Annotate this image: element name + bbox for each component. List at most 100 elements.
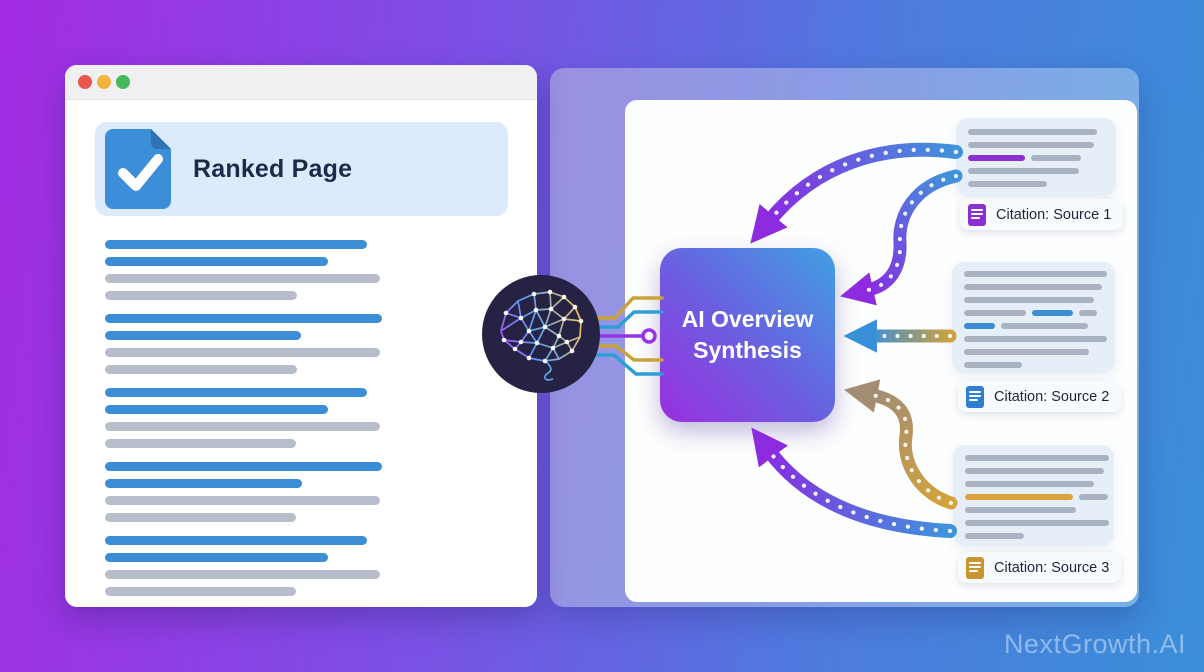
citation-pill-1: Citation: Source 1 — [960, 199, 1124, 230]
text-line — [105, 314, 382, 323]
text-line-segment — [105, 388, 367, 397]
text-line — [105, 479, 382, 488]
text-line — [105, 439, 382, 448]
ranked-page-header-card: Ranked Page — [95, 122, 508, 216]
source-card-2 — [952, 262, 1115, 373]
ai-overview-synthesis-box: AI Overview Synthesis — [660, 248, 835, 422]
citation-label: Citation: Source 2 — [994, 388, 1110, 405]
text-line — [105, 587, 382, 596]
text-line-segment — [105, 274, 380, 283]
text-line — [964, 362, 1115, 368]
text-line-segment — [105, 462, 382, 471]
text-line — [965, 468, 1114, 474]
citation-doc-icon — [966, 385, 984, 408]
text-line-segment — [105, 348, 380, 357]
text-line-segment — [105, 331, 301, 340]
text-line-segment — [105, 422, 380, 431]
text-line — [965, 507, 1114, 513]
text-line — [105, 462, 382, 471]
text-line-segment — [968, 168, 1079, 174]
text-line — [964, 323, 1115, 329]
text-line-segment — [1001, 323, 1088, 329]
window-titlebar — [65, 65, 537, 100]
text-line — [968, 142, 1116, 148]
text-line — [105, 291, 382, 300]
citation-pill-2: Citation: Source 2 — [958, 381, 1122, 412]
text-line — [105, 331, 382, 340]
text-line — [965, 494, 1114, 500]
text-line-segment — [1079, 310, 1097, 316]
citation-doc-icon — [966, 556, 984, 579]
text-line-segment — [964, 336, 1107, 342]
text-line-segment — [964, 349, 1089, 355]
text-line — [965, 481, 1114, 487]
text-line — [964, 284, 1115, 290]
text-line — [968, 181, 1116, 187]
text-line-segment — [1031, 155, 1081, 161]
text-line-segment — [105, 405, 328, 414]
text-line-segment — [105, 291, 297, 300]
text-line — [965, 520, 1114, 526]
page-title: Ranked Page — [193, 154, 353, 183]
text-line — [964, 271, 1115, 277]
text-line-segment — [105, 479, 302, 488]
text-line — [105, 570, 382, 579]
text-line-segment — [968, 142, 1094, 148]
text-line-segment — [105, 536, 367, 545]
text-line — [105, 257, 382, 266]
text-line — [105, 553, 382, 562]
text-line-segment — [965, 455, 1109, 461]
text-line — [105, 388, 382, 397]
text-line-segment — [968, 155, 1025, 161]
text-line — [968, 129, 1116, 135]
text-line-segment — [964, 284, 1102, 290]
paragraph-block — [105, 388, 382, 448]
text-line — [105, 365, 382, 374]
ai-box-label-line1: AI Overview — [681, 305, 814, 332]
text-line-segment — [964, 297, 1094, 303]
text-line — [105, 422, 382, 431]
text-line — [105, 513, 382, 522]
watermark: NextGrowth.AI — [1003, 629, 1186, 659]
text-line-segment — [965, 520, 1109, 526]
text-line — [964, 349, 1115, 355]
traffic-light-minimize-icon — [97, 75, 111, 89]
text-line-segment — [105, 513, 296, 522]
text-line — [964, 310, 1115, 316]
text-line-segment — [105, 553, 328, 562]
text-line-segment — [105, 570, 380, 579]
text-line — [105, 496, 382, 505]
ranked-page-window: Ranked Page — [65, 65, 537, 607]
text-line-segment — [105, 439, 296, 448]
text-line-segment — [968, 181, 1047, 187]
text-line-segment — [1032, 310, 1073, 316]
text-line-segment — [105, 240, 367, 249]
page-text-placeholder — [105, 240, 382, 610]
text-line-segment — [965, 507, 1076, 513]
traffic-light-close-icon — [78, 75, 92, 89]
text-line-segment — [965, 533, 1024, 539]
text-line-segment — [965, 494, 1073, 500]
text-line — [965, 455, 1114, 461]
text-line-segment — [105, 587, 296, 596]
citation-doc-icon — [968, 203, 986, 226]
paragraph-block — [105, 462, 382, 522]
text-line-segment — [105, 257, 328, 266]
text-line-segment — [964, 271, 1107, 277]
text-line — [964, 336, 1115, 342]
text-line-segment — [105, 365, 297, 374]
text-line-segment — [964, 310, 1026, 316]
text-line — [968, 168, 1116, 174]
citation-label: Citation: Source 1 — [996, 206, 1112, 223]
ai-box-label-line2: Synthesis — [693, 337, 802, 363]
text-line-segment — [965, 481, 1094, 487]
paragraph-block — [105, 240, 382, 300]
text-line — [105, 536, 382, 545]
text-line — [964, 297, 1115, 303]
document-check-icon — [105, 129, 171, 209]
traffic-light-zoom-icon — [116, 75, 130, 89]
text-line-segment — [968, 129, 1097, 135]
text-line — [968, 155, 1116, 161]
source-card-3 — [953, 445, 1114, 546]
